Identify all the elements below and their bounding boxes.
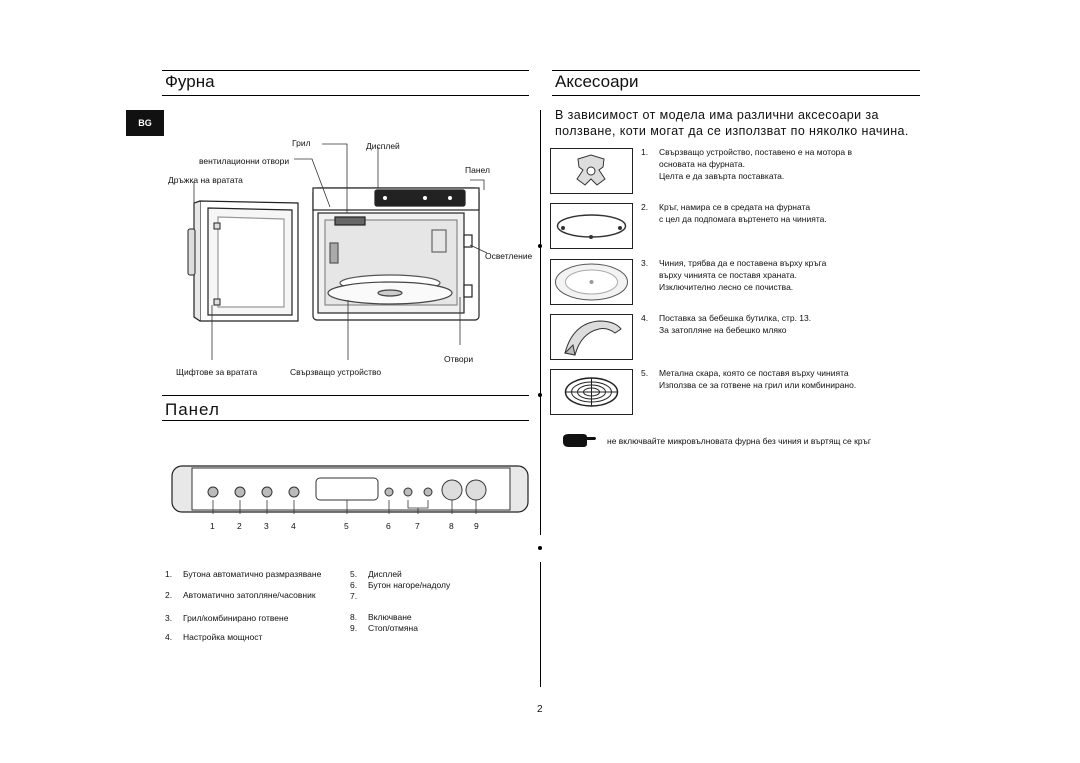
- legend-item-2: 2.Автоматично затопляне/часовник: [165, 590, 316, 600]
- panel-bottom-rule: [162, 420, 529, 421]
- column-divider-upper: [540, 110, 541, 535]
- accessories-note: не включвайте микровълновата фурна без ч…: [607, 436, 871, 446]
- accessories-section-title: Аксесоари: [555, 72, 639, 91]
- accessory-text-5: 5.Метална скара, която се поставя върху …: [641, 368, 857, 390]
- callout-lines: [193, 143, 488, 360]
- legend-item-4: 4.Настройка мощност: [165, 632, 263, 642]
- accessories-intro-line2: ползване, коти могат да се използват по …: [555, 124, 909, 138]
- pointing-hand-icon: [563, 434, 596, 447]
- grill-rack-icon: [564, 377, 619, 407]
- accessory-text-4: 4.Поставка за бебешка бутилка, стр. 13. …: [641, 313, 812, 335]
- label-vents: вентилационни отвори: [199, 156, 290, 166]
- accessories-top-rule: [552, 70, 920, 71]
- control-panel-diagram: [171, 465, 529, 514]
- panel-number: 2: [237, 521, 242, 531]
- label-grill: Грил: [292, 138, 311, 148]
- roller-ring-icon: [556, 214, 627, 239]
- label-door-latches: Щифтове за вратата: [176, 367, 258, 377]
- oven-diagram: [187, 143, 488, 360]
- legend-item-1: 1.Бутона автоматично размразяване: [165, 569, 322, 579]
- label-panel: Панел: [465, 165, 490, 175]
- accessory-text-1: 1.Свързващо устройство, поставено е на м…: [641, 147, 853, 181]
- label-display: Дисплей: [366, 141, 400, 151]
- legend-item-8: 8.Включване: [350, 612, 412, 622]
- bottle-holder-icon: [563, 320, 622, 356]
- panel-number: 5: [344, 521, 349, 531]
- accessories-intro-line1: В зависимост от модела има различни аксе…: [555, 108, 879, 122]
- page-number: 2: [537, 704, 543, 715]
- accessory-text-2: 2.Кръг, намира се в средата на фурната с…: [641, 202, 827, 224]
- oven-section-title: Фурна: [165, 72, 215, 91]
- divider-dot: [538, 244, 542, 248]
- divider-dot: [538, 546, 542, 550]
- panel-top-rule: [162, 395, 529, 396]
- divider-dot: [538, 393, 542, 397]
- legend-item-7: 7.: [350, 591, 358, 601]
- panel-number: 3: [264, 521, 269, 531]
- legend-item-9: 9.Стоп/отмяна: [350, 623, 418, 633]
- coupler-icon: [576, 154, 606, 186]
- label-coupler: Свързващо устройство: [290, 367, 382, 377]
- door-handle-shape: [187, 222, 221, 306]
- legend-item-5: 5.Дисплей: [350, 569, 402, 579]
- accessory-image-grill-rack: [550, 369, 633, 415]
- accessory-text-3: 3.Чиния, трябва да е поставена върху кръ…: [641, 258, 827, 292]
- label-holes: Отвори: [444, 354, 474, 364]
- panel-number: 1: [210, 521, 215, 531]
- accessory-image-ring: [550, 203, 633, 249]
- accessories-bottom-rule: [552, 95, 920, 96]
- legend-item-3: 3.Грил/комбинирано готвене: [165, 613, 289, 623]
- panel-number: 7: [415, 521, 420, 531]
- label-light: Осветление: [485, 251, 533, 261]
- oven-body: [312, 187, 480, 321]
- oven-door: [193, 200, 299, 322]
- panel-number: 4: [291, 521, 296, 531]
- panel-number: 9: [474, 521, 479, 531]
- column-divider-lower: [540, 562, 541, 687]
- accessory-image-plate: [550, 259, 633, 305]
- oven-top-rule: [162, 70, 529, 71]
- label-door-handle: Дръжка на вратата: [168, 175, 243, 185]
- oven-bottom-rule: [162, 95, 529, 96]
- panel-section-title: Панел: [165, 400, 220, 419]
- accessory-image-bottle-holder: [550, 314, 633, 360]
- accessory-image-coupler: [550, 148, 633, 194]
- language-badge: BG: [126, 110, 164, 136]
- panel-number: 8: [449, 521, 454, 531]
- panel-number: 6: [386, 521, 391, 531]
- turntable-plate-icon: [555, 263, 628, 301]
- legend-item-6: 6.Бутон нагоре/надолу: [350, 580, 451, 590]
